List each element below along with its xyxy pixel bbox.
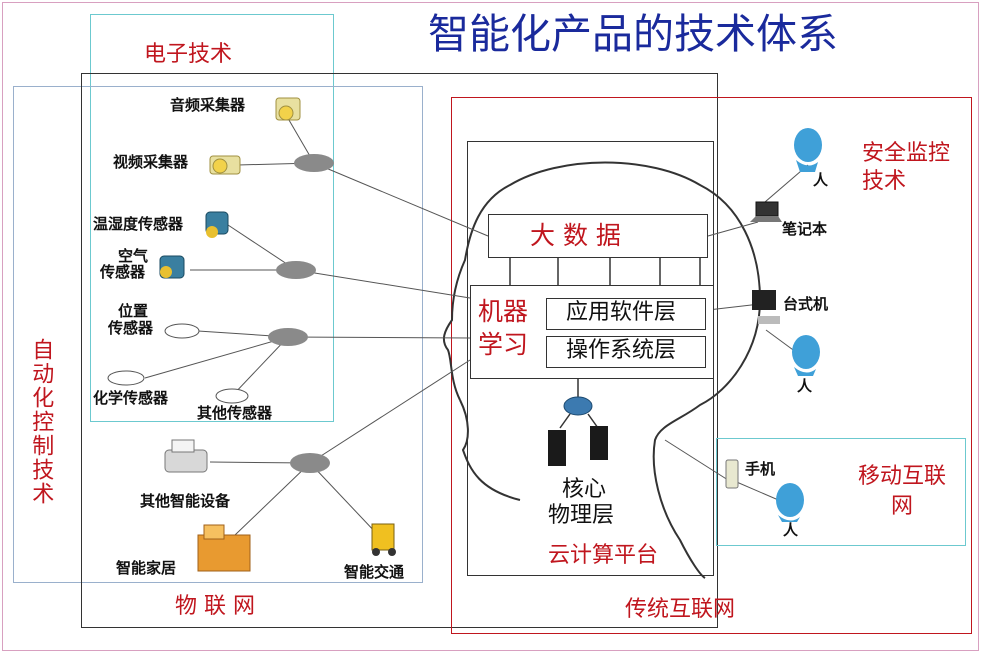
server-icon (548, 426, 608, 466)
iot-frame (81, 73, 718, 628)
ml-label-line2: 学习 (478, 330, 529, 359)
os-layer-box (546, 336, 706, 368)
forklift-icon (371, 523, 396, 556)
chemical-sensor-icon (107, 370, 145, 386)
air-sensor-label-line2: 传感器 (100, 263, 146, 281)
audio-collector-icon (275, 97, 301, 121)
core-label-line2: 物理层 (548, 503, 615, 528)
position-sensor-label-line1: 位置 (118, 302, 149, 320)
person-label: 人 (797, 377, 813, 395)
audio-collector-label: 音频采集器 (170, 96, 246, 114)
ml-label-line1: 机器 (478, 297, 529, 326)
person-label: 人 (813, 171, 829, 189)
mobile-internet-frame (716, 438, 966, 546)
app-software-layer-box (546, 298, 706, 330)
core-label-line1: 核心 (562, 477, 607, 502)
hub-node (276, 261, 316, 279)
cloud-platform-label: 云计算平台 (548, 543, 659, 568)
smart-traffic-label: 智能交通 (344, 563, 405, 581)
hub-node (268, 328, 308, 346)
smart-home-label: 智能家居 (116, 559, 177, 577)
other-sensor-label: 其他传感器 (197, 404, 273, 422)
position-sensor-icon (164, 323, 200, 339)
desktop-label: 台式机 (783, 295, 829, 313)
phone-label: 手机 (745, 460, 776, 478)
os-layer-label: 操作系统层 (566, 338, 677, 363)
person-icon (792, 335, 820, 376)
other-smart-device-label: 其他智能设备 (140, 492, 231, 510)
person-icon (794, 128, 822, 172)
phone-icon (725, 459, 739, 489)
temp-humidity-sensor-label: 温湿度传感器 (93, 215, 184, 233)
traditional-internet-label: 传统互联网 (625, 597, 736, 622)
laptop-label: 笔记本 (782, 220, 828, 238)
big-data-label: 大 数 据 (530, 221, 621, 250)
other-sensor-icon (215, 388, 249, 404)
app-software-layer-label: 应用软件层 (566, 300, 677, 325)
hub-node (290, 453, 330, 473)
hub-node (294, 154, 334, 172)
automation-frame (13, 86, 423, 583)
electronic-tech-frame (90, 14, 334, 422)
smart-home-icon (197, 524, 251, 572)
mobile-internet-label: 移动互联网 (857, 464, 946, 519)
big-data-box (488, 214, 708, 258)
air-sensor-icon (159, 255, 185, 279)
person-label: 人 (783, 521, 799, 539)
air-sensor-label-line1: 空气 (118, 247, 149, 265)
security-monitoring-label: 安全监控技术 (862, 141, 951, 194)
electronic-tech-label: 电子技术 (144, 42, 233, 67)
printer-icon (164, 439, 208, 473)
chemical-sensor-label: 化学传感器 (93, 389, 169, 407)
position-sensor-label-line2: 传感器 (108, 319, 154, 337)
automation-control-label: 自动化控制技术 (28, 338, 54, 506)
temp-humidity-sensor-icon (205, 211, 229, 238)
desktop-icon (752, 290, 780, 324)
head-silhouette (442, 161, 762, 579)
person-icon (776, 483, 804, 522)
diagram-title: 智能化产品的技术体系 (428, 10, 838, 58)
video-collector-label: 视频采集器 (113, 153, 189, 171)
laptop-icon (750, 201, 782, 222)
iot-label: 物 联 网 (175, 594, 255, 619)
router-icon (563, 396, 593, 416)
video-collector-icon (209, 155, 241, 175)
